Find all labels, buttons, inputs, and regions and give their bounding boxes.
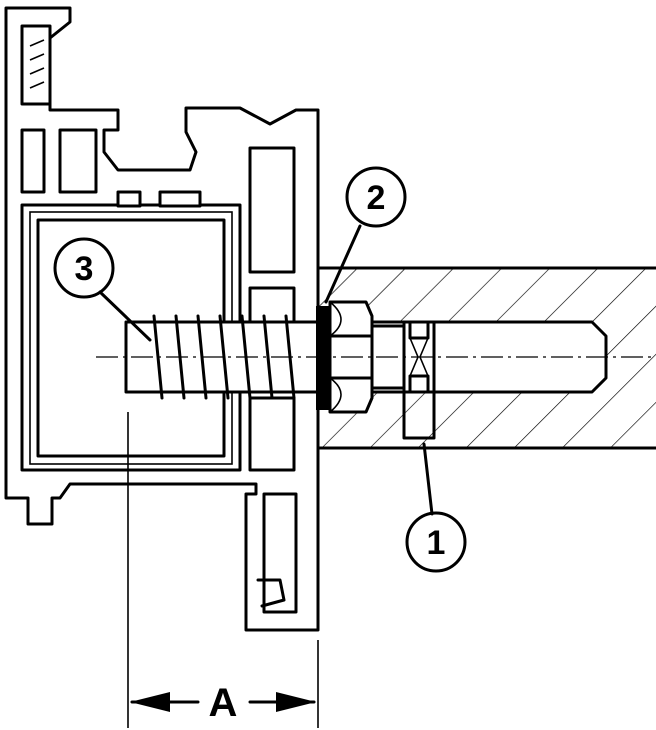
washer [316,306,330,410]
dimension-label: A [209,681,238,725]
callout-1: 1 [405,511,467,573]
dimension-a: A [127,412,319,728]
leader-line-3 [98,290,152,342]
leader-line-2 [324,224,362,304]
callout-2: 2 [345,166,407,228]
leader-line-1 [422,442,434,516]
callout-3: 3 [53,237,115,299]
aluminium-profile [4,6,320,632]
arrow-left-icon [130,692,170,712]
callout-3-label: 3 [75,250,94,288]
arrow-right-icon [276,692,316,712]
callout-1-label: 1 [427,524,446,562]
callout-2-label: 2 [367,179,386,217]
